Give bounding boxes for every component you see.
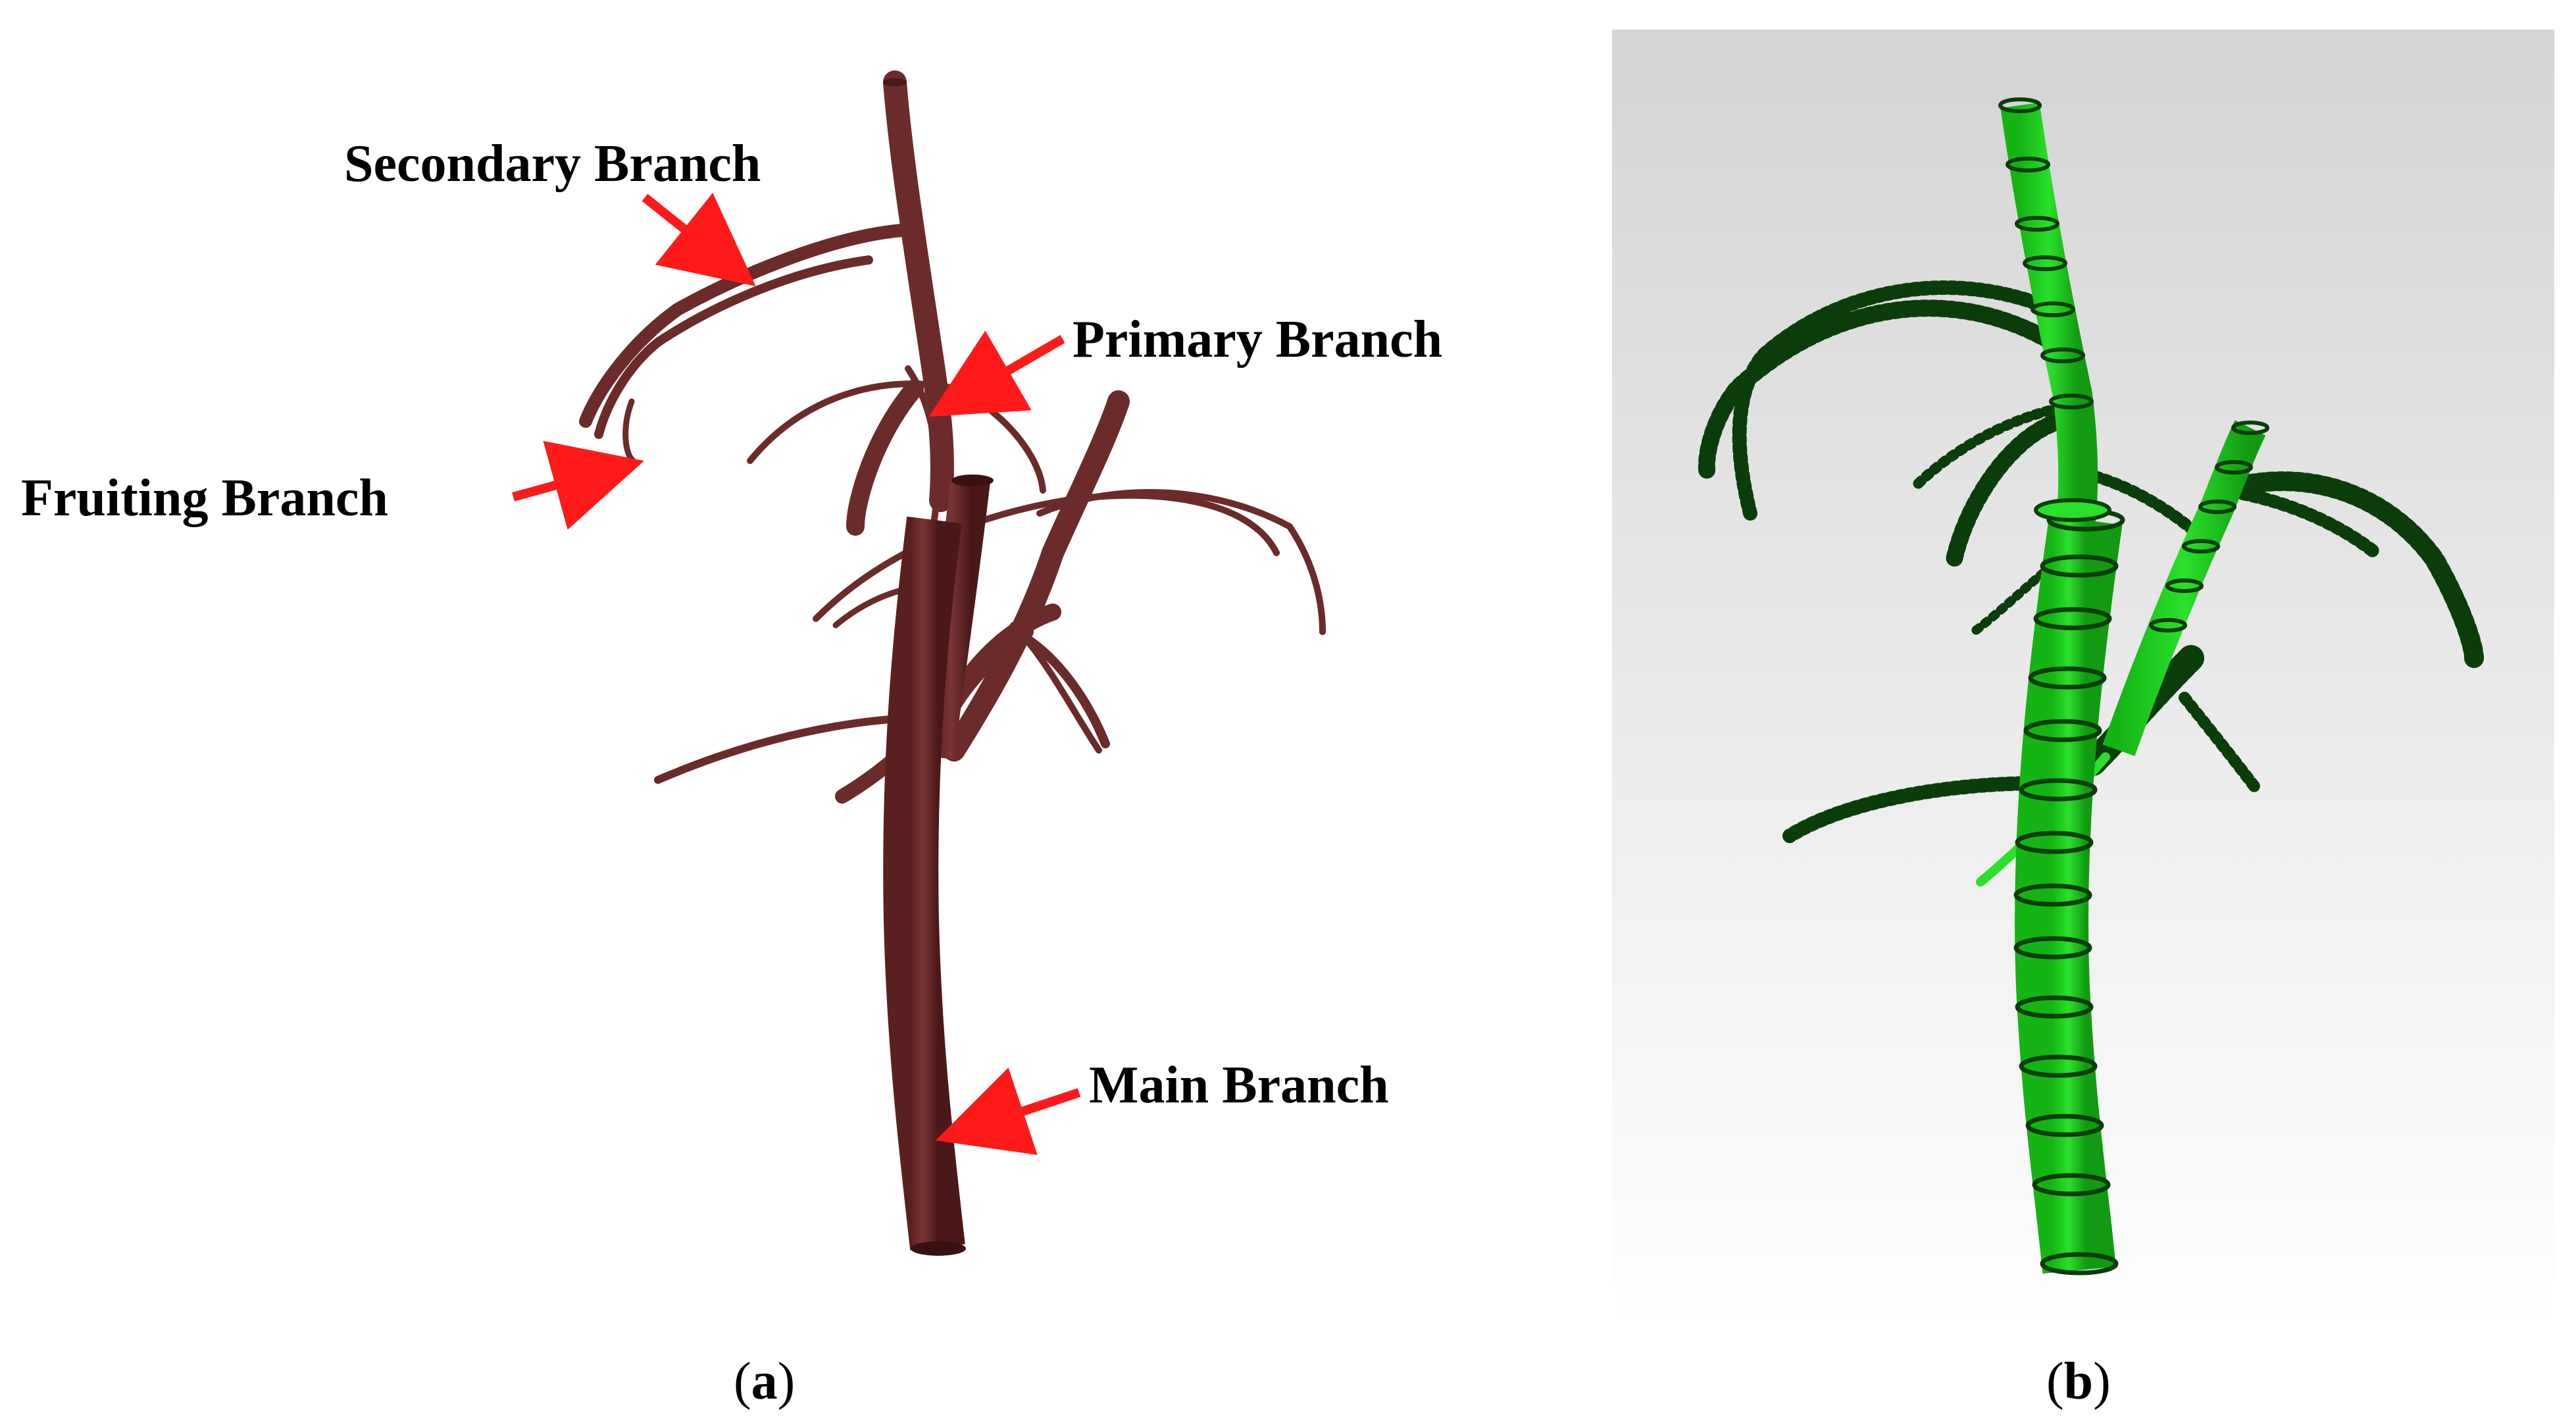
panel-b-mesh-model xyxy=(1612,30,2554,1333)
caption-a: (a) xyxy=(734,1353,795,1410)
panel-a-tree-model xyxy=(579,70,1326,1256)
caption-b: (b) xyxy=(2046,1353,2111,1410)
label-main-branch: Main Branch xyxy=(1089,1056,1389,1114)
arrow-fruiting-branch xyxy=(512,440,644,530)
label-primary-branch: Primary Branch xyxy=(1073,311,1442,369)
label-fruiting-branch: Fruiting Branch xyxy=(21,469,388,527)
panel-a-labels: Secondary Branch Primary Branch Fruiting… xyxy=(21,135,1442,1114)
label-secondary-branch: Secondary Branch xyxy=(344,135,761,193)
arrow-secondary-branch xyxy=(642,192,756,286)
panel-a-arrows xyxy=(512,192,1081,1155)
arrow-main-branch xyxy=(935,1068,1081,1155)
arrow-primary-branch xyxy=(928,330,1065,417)
